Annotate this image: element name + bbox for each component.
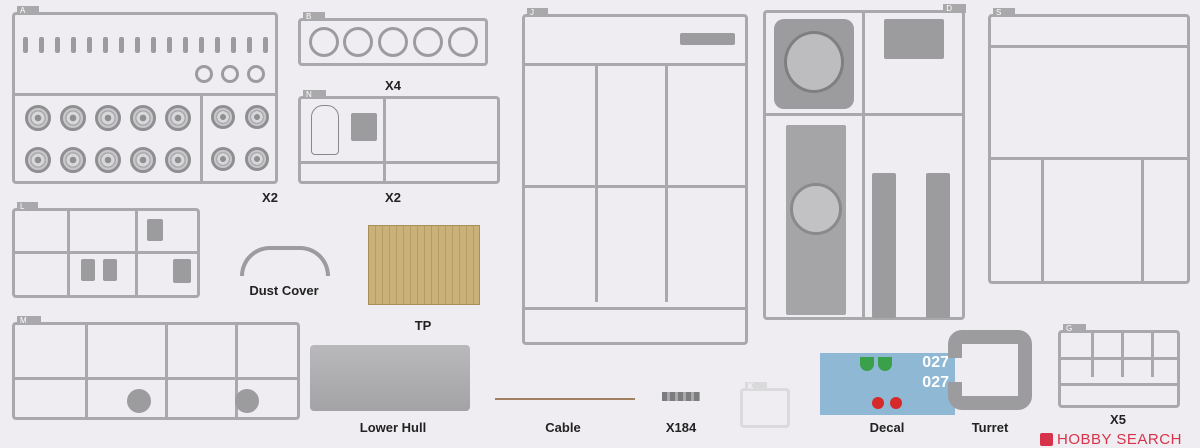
sprue-letter: A <box>17 6 40 15</box>
watermark: HOBBY SEARCH <box>1040 431 1182 448</box>
sprue-g-quantity: X5 <box>1110 412 1126 427</box>
sprue-j: J <box>522 8 748 345</box>
road-wheel-part <box>60 105 86 131</box>
small-part <box>199 37 204 53</box>
turret-label: Turret <box>971 420 1009 435</box>
small-part <box>135 37 140 53</box>
watermark-logo-icon <box>1040 433 1053 446</box>
sprocket-part <box>211 147 235 171</box>
small-part <box>247 37 252 53</box>
watermark-text: HOBBY SEARCH <box>1057 431 1182 448</box>
photo-etch-fret <box>368 225 480 305</box>
turret-part <box>948 330 1032 410</box>
road-wheel-part <box>60 147 86 173</box>
sprue-letter: G <box>1063 324 1087 333</box>
small-part <box>71 37 76 53</box>
sprue-letter: N <box>303 90 326 99</box>
sprue-k: K <box>740 382 790 428</box>
track-link-part <box>662 392 700 401</box>
decal-number: 027 <box>922 354 949 371</box>
cable-part <box>495 398 635 400</box>
road-wheel-part <box>95 147 121 173</box>
road-wheel-part <box>95 105 121 131</box>
small-part <box>151 37 156 53</box>
idler-part <box>221 65 239 83</box>
road-wheel-part <box>25 105 51 131</box>
sprue-n: N <box>298 90 500 184</box>
sprocket-part <box>245 105 269 129</box>
road-wheel-part <box>130 105 156 131</box>
small-part <box>167 37 172 53</box>
track-link-quantity: X184 <box>665 420 697 435</box>
sprue-letter: M <box>17 316 41 325</box>
road-wheel-part <box>25 147 51 173</box>
decal-sheet: 027 027 <box>820 353 955 415</box>
small-part <box>39 37 44 53</box>
sprue-letter: B <box>303 12 326 21</box>
sprue-letter: J <box>527 8 548 17</box>
sprue-letter: K <box>745 382 768 391</box>
sprue-n-quantity: X2 <box>385 190 401 205</box>
road-wheel-part <box>130 147 156 173</box>
sprue-letter: S <box>993 8 1016 17</box>
small-part <box>119 37 124 53</box>
sprocket-part <box>245 147 269 171</box>
small-part <box>87 37 92 53</box>
idler-part <box>247 65 265 83</box>
small-part <box>183 37 188 53</box>
small-part <box>23 37 28 53</box>
decal-number: 027 <box>922 374 949 391</box>
sprue-letter: D <box>943 4 966 13</box>
sprue-b: B <box>298 12 488 66</box>
sprue-d: D <box>763 4 966 320</box>
sprue-a-quantity: X2 <box>262 190 278 205</box>
sprue-letter: L <box>17 202 39 211</box>
dust-cover-part <box>240 246 330 276</box>
sprue-a: A <box>12 6 278 184</box>
small-part <box>263 37 268 53</box>
road-wheel-part <box>165 105 191 131</box>
small-part <box>55 37 60 53</box>
decal-label: Decal <box>869 420 905 435</box>
cable-label: Cable <box>545 420 581 435</box>
sprue-b-quantity: X4 <box>385 78 401 93</box>
photo-etch-label: TP <box>414 318 432 333</box>
sprue-s: S <box>988 8 1190 284</box>
sprocket-part <box>211 105 235 129</box>
small-part <box>103 37 108 53</box>
small-part <box>231 37 236 53</box>
road-wheel-part <box>165 147 191 173</box>
sprue-m: M <box>12 316 300 420</box>
idler-part <box>195 65 213 83</box>
lower-hull-part <box>310 345 470 411</box>
sprue-l: L <box>12 202 200 298</box>
small-part <box>215 37 220 53</box>
sprue-g: G <box>1058 324 1180 408</box>
dust-cover-label: Dust Cover <box>249 283 319 298</box>
lower-hull-label: Lower Hull <box>359 420 427 435</box>
